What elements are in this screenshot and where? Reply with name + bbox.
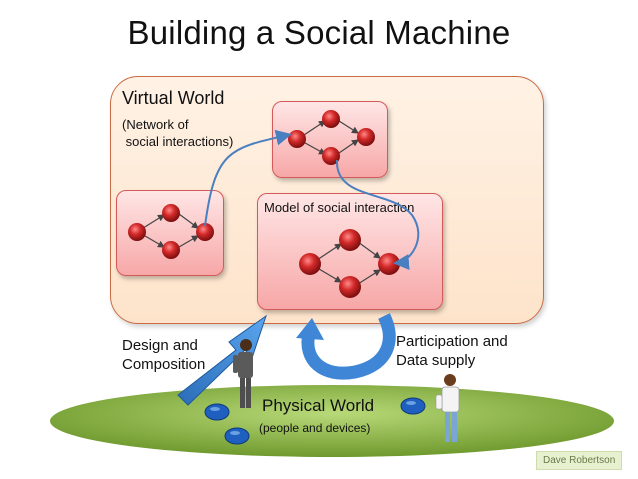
slide-title: Building a Social Machine: [127, 14, 511, 51]
network-node: [288, 130, 306, 148]
network-node: [322, 147, 340, 165]
physical-world-ground: [50, 385, 614, 457]
network-node: [339, 229, 361, 251]
network-node: [339, 276, 361, 298]
network-node: [128, 223, 146, 241]
network-left: [128, 204, 214, 259]
network-node: [196, 223, 214, 241]
network-node: [357, 128, 375, 146]
virtual-world-title: Virtual World: [122, 88, 225, 108]
network-node: [378, 253, 400, 275]
model-label: Model of social interaction: [264, 200, 415, 215]
design-composition-label: Design and Composition: [122, 337, 206, 373]
person-doctor-icon: [435, 374, 460, 442]
design-arrow: [177, 314, 267, 406]
network-top: [288, 110, 375, 165]
author-credit: Dave Robertson: [536, 451, 623, 470]
connector-arrow-top-to-model: [335, 159, 420, 271]
network-node: [322, 110, 340, 128]
person-woman-icon: [233, 339, 253, 408]
physical-world-title: Physical World: [262, 396, 375, 415]
virtual-world-subtitle: (Network of social interactions): [122, 117, 234, 149]
device-icon: [204, 403, 230, 421]
network-node: [299, 253, 321, 275]
participation-data-label: Participation and Data supply: [396, 333, 508, 369]
network-node: [162, 241, 180, 259]
network-node: [162, 204, 180, 222]
device-icon: [400, 397, 426, 415]
device-icon: [224, 427, 250, 445]
physical-world-subtitle: (people and devices): [259, 421, 371, 435]
connector-arrow-left-to-top: [204, 129, 292, 227]
participation-cycle-arrow: [296, 313, 396, 380]
network-model: [299, 229, 400, 298]
